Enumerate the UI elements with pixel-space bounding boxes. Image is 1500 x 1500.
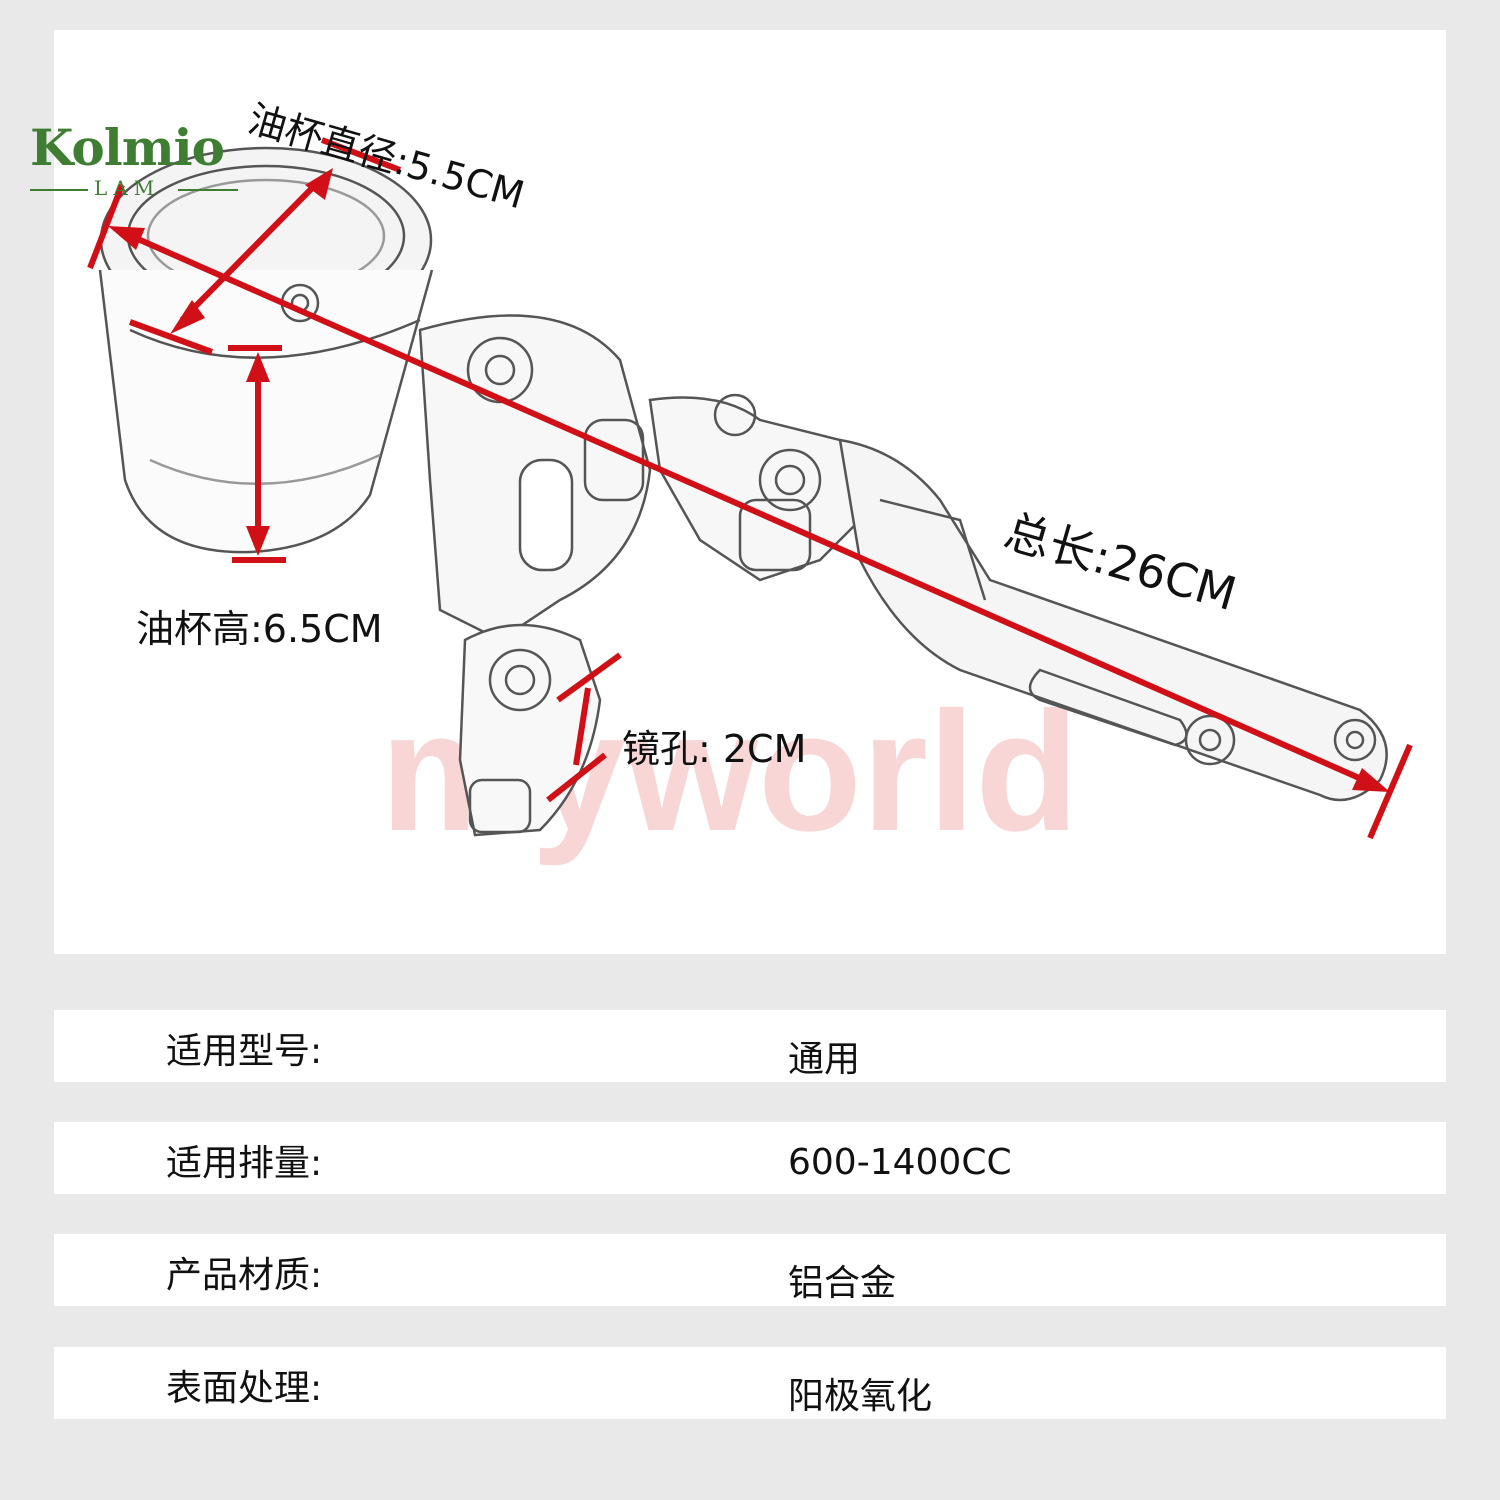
spec-row-finish: 表面处理: 阳极氧化 [54,1347,1446,1419]
spec-value: 阳极氧化 [788,1376,933,1417]
cup-height-label: 油杯高:6.5CM [136,607,383,651]
mirror-hole-label: 镜孔: 2CM [622,727,807,771]
spec-label: 适用型号: [166,1031,323,1072]
brand-logo: Kolmio LAM [30,100,245,200]
spec-label: 适用排量: [166,1143,323,1184]
logo-subtext: LAM [94,176,161,200]
brake-lever-drawing: myworld [87,137,1413,867]
spec-value: 600-1400CC [788,1142,1012,1183]
spec-row-material: 产品材质: 铝合金 [54,1234,1446,1306]
logo-rule-right [178,189,238,191]
spec-label: 表面处理: [166,1368,323,1409]
spec-row-model: 适用型号: 通用 [54,1010,1446,1082]
spec-value: 铝合金 [788,1263,897,1304]
spec-value: 通用 [788,1039,861,1080]
dimension-markers [87,137,1413,840]
spec-label: 产品材质: [166,1255,323,1296]
logo-wordmark: Kolmio [30,118,225,177]
spec-row-displacement: 适用排量: 600-1400CC [54,1122,1446,1194]
logo-rule-left [30,189,88,191]
